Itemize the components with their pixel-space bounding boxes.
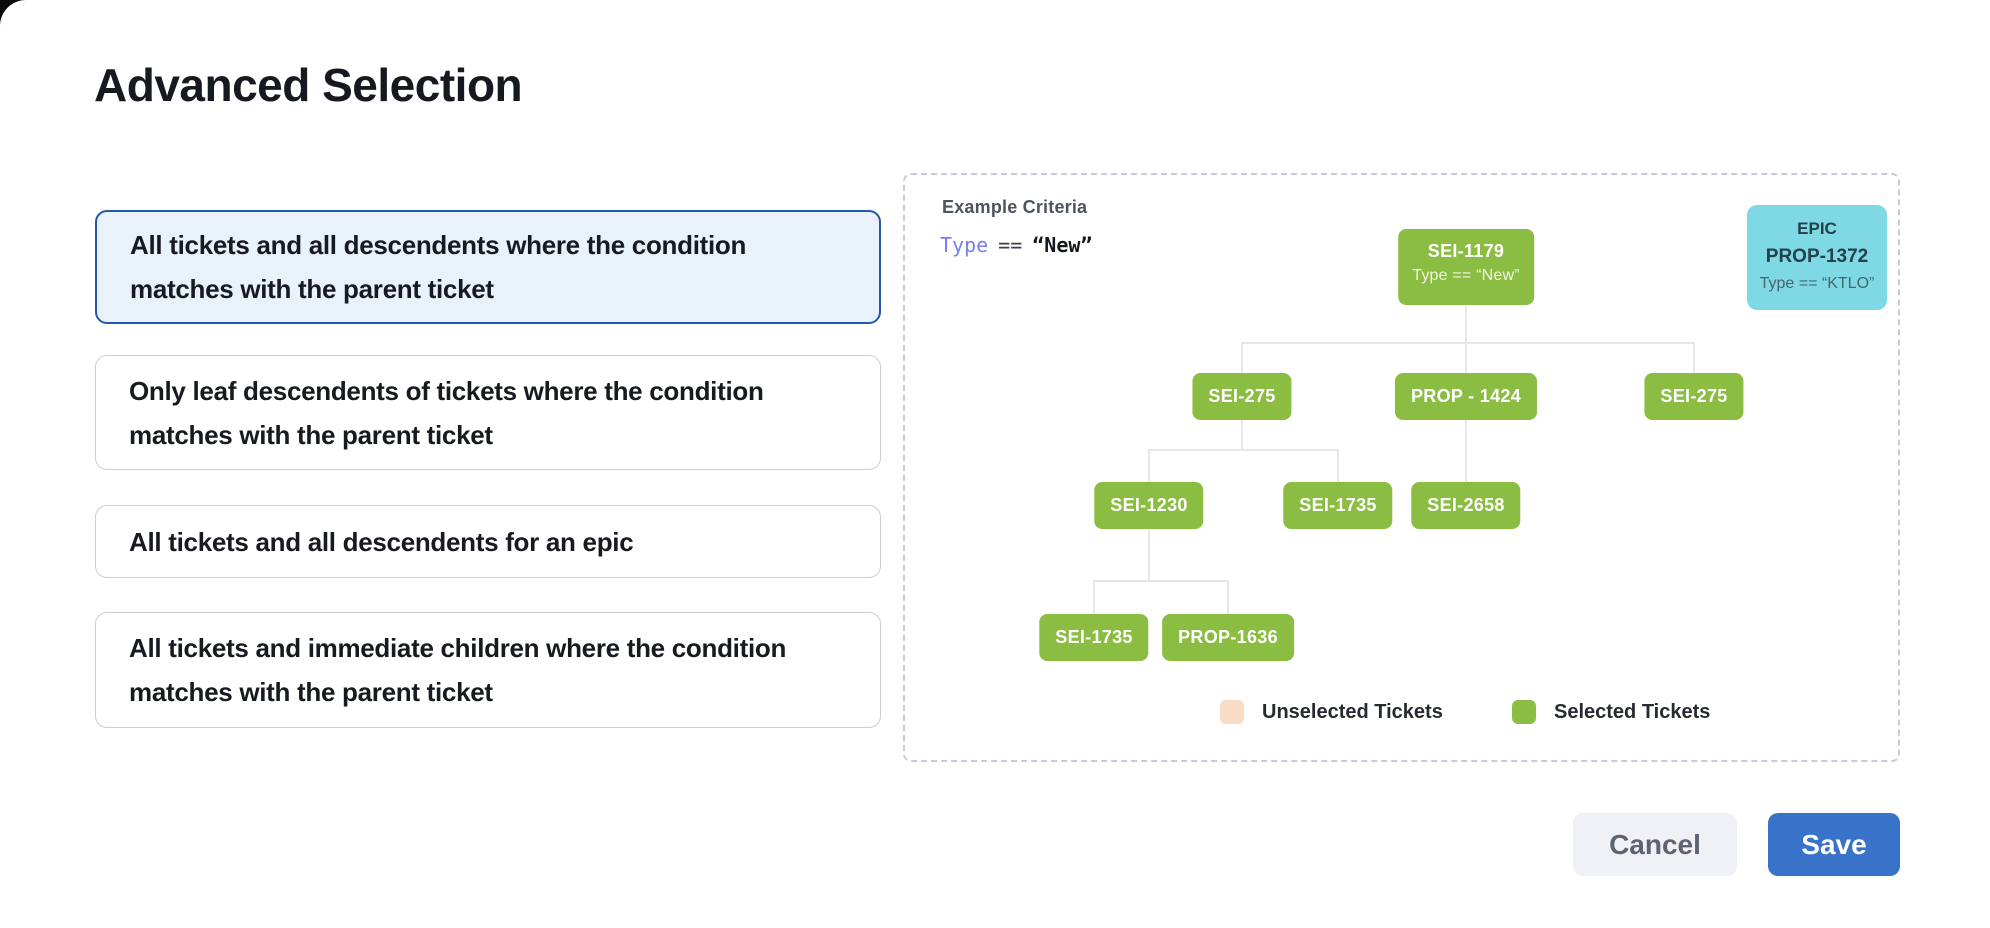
tree-node-id: SEI-1179 xyxy=(1427,241,1505,261)
criteria-value: “New” xyxy=(1032,233,1093,257)
option-all-descendents-condition[interactable]: All tickets and all descendents where th… xyxy=(95,210,881,324)
tree-connector xyxy=(1227,580,1229,614)
legend-swatch-unselected xyxy=(1220,700,1244,724)
tree-connector xyxy=(1148,449,1150,482)
option-descendents-for-epic[interactable]: All tickets and all descendents for an e… xyxy=(95,505,881,578)
tree-node: SEI-1735 xyxy=(1283,482,1393,529)
tree-connector xyxy=(1148,449,1339,451)
example-criteria-panel: Example Criteria Type == “New” SEI-1179 Ty… xyxy=(903,173,1900,762)
tree-connector xyxy=(1241,342,1695,344)
legend-label-selected: Selected Tickets xyxy=(1554,701,1711,723)
cancel-button[interactable]: Cancel xyxy=(1573,813,1737,876)
tree-node: SEI-275 xyxy=(1644,373,1744,420)
tree-connector xyxy=(1241,342,1243,373)
tree-connector xyxy=(1337,449,1339,482)
criteria-expression: Type == “New” xyxy=(940,233,1092,257)
tree-connector xyxy=(1465,305,1467,344)
tree-node: SEI-1230 xyxy=(1094,482,1204,529)
page-title: Advanced Selection xyxy=(94,59,523,111)
tree-node: SEI-275 xyxy=(1192,373,1292,420)
tree-node: SEI-2658 xyxy=(1411,482,1521,529)
tree-connector xyxy=(1693,342,1695,373)
option-label: All tickets and immediate children where… xyxy=(129,633,787,707)
save-button[interactable]: Save xyxy=(1768,813,1900,876)
tree-connector xyxy=(1148,529,1150,582)
tree-connector xyxy=(1093,580,1095,614)
option-leaf-descendents-condition[interactable]: Only leaf descendents of tickets where t… xyxy=(95,355,881,470)
tree-connector xyxy=(1465,420,1467,482)
tree-node-condition: Type == “New” xyxy=(1412,267,1520,284)
tree-node-root: SEI-1179 Type == “New” xyxy=(1398,229,1534,305)
option-label: Only leaf descendents of tickets where t… xyxy=(129,375,764,450)
legend-swatch-selected xyxy=(1512,700,1536,724)
epic-condition: Type == “KTLO” xyxy=(1759,275,1875,292)
tree-connector xyxy=(1241,420,1243,451)
tree-connector xyxy=(1465,342,1467,373)
tree-node: PROP - 1424 xyxy=(1394,373,1538,420)
option-immediate-children-condition[interactable]: All tickets and immediate children where… xyxy=(95,612,881,728)
option-label: All tickets and all descendents for an e… xyxy=(129,526,634,557)
criteria-field: Type xyxy=(940,233,989,257)
example-criteria-heading: Example Criteria xyxy=(942,197,1088,217)
epic-card: EPIC PROP-1372 Type == “KTLO” xyxy=(1747,205,1887,310)
tree-node: PROP-1636 xyxy=(1162,614,1294,661)
tree-connector xyxy=(1093,580,1229,582)
epic-label: EPIC xyxy=(1797,219,1837,238)
option-label: All tickets and all descendents where th… xyxy=(130,230,747,304)
legend-label-unselected: Unselected Tickets xyxy=(1262,701,1443,723)
criteria-operator: == xyxy=(998,233,1023,257)
epic-ticket-id: PROP-1372 xyxy=(1765,246,1869,267)
tree-node: SEI-1735 xyxy=(1039,614,1149,661)
